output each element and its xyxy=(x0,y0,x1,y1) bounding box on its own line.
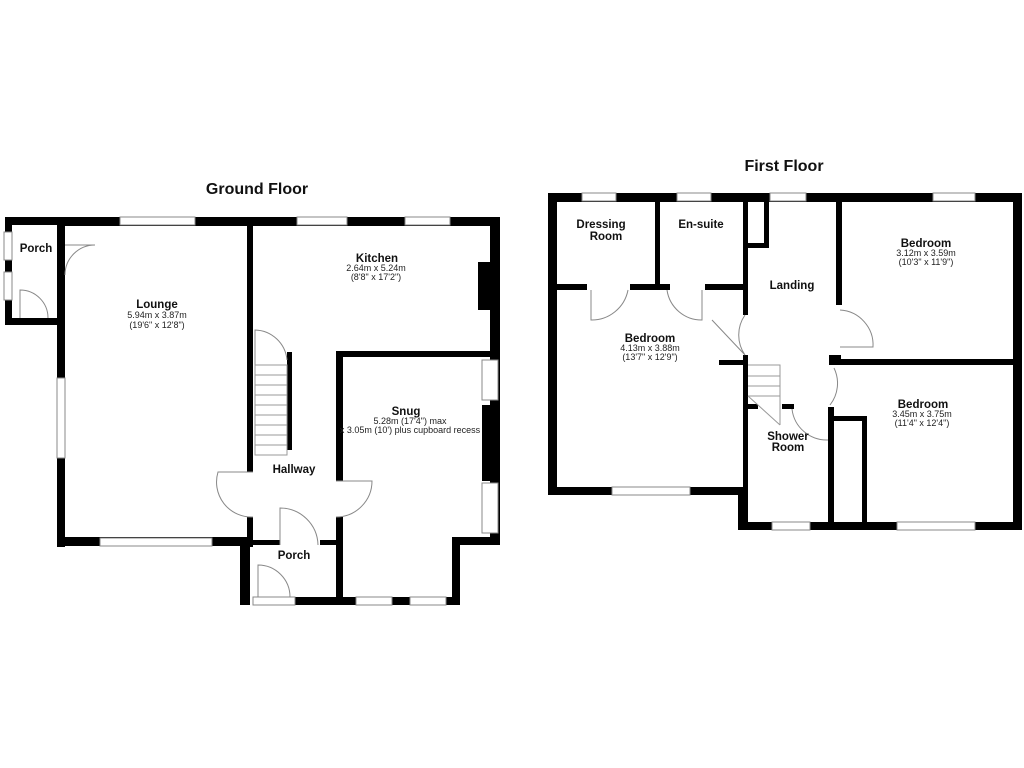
room-hallway: Hallway xyxy=(273,464,316,476)
svg-text:Room: Room xyxy=(772,442,805,454)
svg-text:5.28m (17'4") max: 5.28m (17'4") max xyxy=(374,416,447,426)
door xyxy=(839,309,874,348)
room-dressing-room: Dressing Room xyxy=(576,219,625,243)
svg-text:3.12m x 3.59m: 3.12m x 3.59m xyxy=(896,248,956,258)
window xyxy=(3,231,13,261)
room-bedroom-right-bottom: Bedroom 3.45m x 3.75m (11'4" x 12'4") xyxy=(892,399,952,428)
svg-text:3.45m x 3.75m: 3.45m x 3.75m xyxy=(892,409,952,419)
door xyxy=(64,244,96,276)
window xyxy=(769,192,807,202)
window xyxy=(56,377,66,459)
room-bedroom-right-top: Bedroom 3.12m x 3.59m (10'3" x 11'9") xyxy=(896,238,956,267)
door xyxy=(254,329,288,370)
window xyxy=(252,596,296,606)
door xyxy=(791,408,829,441)
svg-text:x 3.05m (10') plus cupboard re: x 3.05m (10') plus cupboard recess xyxy=(340,425,481,435)
window xyxy=(404,216,451,226)
door xyxy=(19,289,49,319)
first-floor-title: First Floor xyxy=(744,158,823,175)
svg-text:Porch: Porch xyxy=(20,243,53,255)
svg-text:Bedroom: Bedroom xyxy=(901,238,951,250)
ground-floor-stairs xyxy=(254,364,288,456)
room-shower-room: Shower Room xyxy=(767,431,809,454)
door xyxy=(666,289,703,321)
door xyxy=(711,314,746,356)
window xyxy=(581,192,617,202)
room-en-suite: En-suite xyxy=(678,219,723,231)
window xyxy=(355,596,393,606)
ground-floor-doors xyxy=(19,244,373,598)
svg-text:5.94m x 3.87m: 5.94m x 3.87m xyxy=(127,310,187,320)
door xyxy=(279,507,319,546)
ground-floor-title: Ground Floor xyxy=(206,181,308,198)
room-porch-front: Porch xyxy=(278,550,311,562)
svg-text:Landing: Landing xyxy=(770,280,815,292)
room-kitchen: Kitchen 2.64m x 5.24m (8'8" x 17'2") xyxy=(346,253,406,282)
window xyxy=(932,192,976,202)
svg-text:Snug: Snug xyxy=(392,406,421,418)
window xyxy=(119,216,196,226)
svg-text:(10'3" x 11'9"): (10'3" x 11'9") xyxy=(899,257,954,267)
door xyxy=(257,564,291,598)
door xyxy=(216,471,254,518)
svg-text:Porch: Porch xyxy=(278,550,311,562)
door xyxy=(590,289,629,321)
door xyxy=(335,480,373,518)
window xyxy=(3,271,13,301)
first-floor-windows xyxy=(581,192,976,531)
first-floor-doors xyxy=(590,289,874,441)
window xyxy=(99,537,213,547)
door xyxy=(829,367,839,406)
window xyxy=(676,192,712,202)
svg-text:Room: Room xyxy=(590,231,623,243)
window xyxy=(771,521,811,531)
window xyxy=(896,521,976,531)
svg-text:Kitchen: Kitchen xyxy=(356,253,398,265)
svg-text:Bedroom: Bedroom xyxy=(625,333,675,345)
svg-text:Bedroom: Bedroom xyxy=(898,399,948,411)
room-snug: Snug 5.28m (17'4") max x 3.05m (10') plu… xyxy=(340,406,481,435)
svg-text:Lounge: Lounge xyxy=(136,299,178,311)
svg-text:Hallway: Hallway xyxy=(273,464,316,476)
window xyxy=(611,486,691,496)
svg-text:2.64m x 5.24m: 2.64m x 5.24m xyxy=(346,263,406,273)
svg-text:(11'4" x 12'4"): (11'4" x 12'4") xyxy=(895,418,950,428)
window xyxy=(481,482,499,534)
window xyxy=(481,359,499,401)
window xyxy=(409,596,447,606)
svg-text:4.13m x 3.88m: 4.13m x 3.88m xyxy=(620,343,680,353)
svg-text:(13'7" x 12'9"): (13'7" x 12'9") xyxy=(622,352,677,362)
svg-text:En-suite: En-suite xyxy=(678,219,723,231)
room-lounge: Lounge 5.94m x 3.87m (19'6" x 12'8") xyxy=(127,299,187,330)
svg-text:(19'6" x 12'8"): (19'6" x 12'8") xyxy=(129,320,184,330)
svg-text:Shower: Shower xyxy=(767,431,809,443)
ground-floor-windows xyxy=(3,216,499,606)
room-bedroom-main: Bedroom 4.13m x 3.88m (13'7" x 12'9") xyxy=(620,333,680,362)
svg-text:Dressing: Dressing xyxy=(576,219,625,231)
svg-text:(8'8" x 17'2"): (8'8" x 17'2") xyxy=(351,272,401,282)
ground-floor-walls xyxy=(5,217,500,605)
window xyxy=(296,216,348,226)
room-landing: Landing xyxy=(770,280,815,292)
ground-floor-plan: Ground Floor xyxy=(3,181,500,606)
first-floor-plan: First Floor xyxy=(548,158,1022,531)
first-floor-stairs xyxy=(747,364,781,426)
room-porch-side: Porch xyxy=(20,243,53,255)
